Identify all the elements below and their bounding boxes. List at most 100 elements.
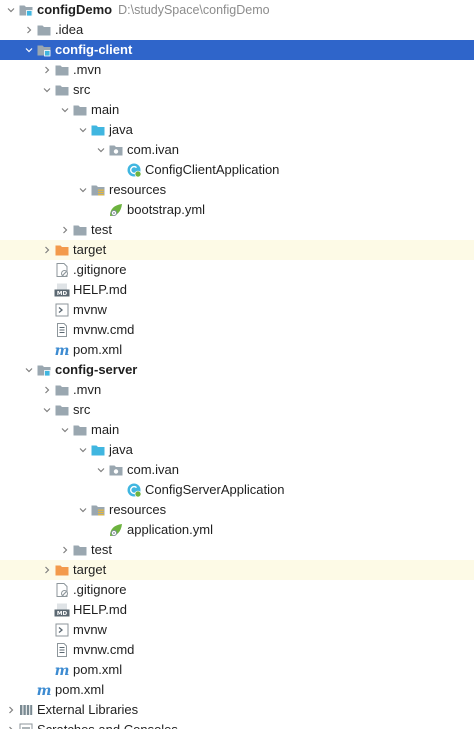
tree-node-mvnw-cmd[interactable]: mvnw.cmd: [0, 640, 474, 660]
source-folder-icon: [90, 122, 106, 138]
folder-icon: [72, 222, 88, 238]
tree-node-label: src: [73, 82, 91, 97]
tree-node-label: com.ivan: [127, 462, 180, 477]
chevron-right-icon[interactable]: [4, 720, 18, 729]
tree-node-label: config-client: [55, 42, 133, 57]
chevron-down-icon[interactable]: [94, 140, 108, 160]
tree-node-mvnw[interactable]: mvnw: [0, 300, 474, 320]
chevron-down-icon[interactable]: [4, 0, 18, 20]
tree-node-test[interactable]: test: [0, 540, 474, 560]
tree-node-label: .idea: [55, 22, 84, 37]
tree-node-label: External Libraries: [37, 702, 139, 717]
tree-node-mvn[interactable]: .mvn: [0, 380, 474, 400]
maven-pom-icon: m: [54, 342, 70, 358]
tree-node-label: .gitignore: [73, 582, 127, 597]
chevron-down-icon[interactable]: [22, 360, 36, 380]
tree-node-label: mvnw: [73, 622, 107, 637]
tree-indent-spacer: [40, 660, 54, 680]
tree-node-com-ivan[interactable]: com.ivan: [0, 140, 474, 160]
tree-node-label: mvnw.cmd: [73, 322, 135, 337]
tree-node-label: HELP.md: [73, 602, 127, 617]
module-folder-icon: [18, 2, 34, 18]
tree-node-src[interactable]: src: [0, 400, 474, 420]
excluded-folder-icon: [54, 562, 70, 578]
tree-indent-spacer: [40, 340, 54, 360]
chevron-down-icon[interactable]: [58, 420, 72, 440]
tree-node-mvn[interactable]: .mvn: [0, 60, 474, 80]
tree-node-label: src: [73, 402, 91, 417]
tree-indent-spacer: [40, 280, 54, 300]
chevron-down-icon[interactable]: [76, 120, 90, 140]
chevron-down-icon[interactable]: [94, 460, 108, 480]
tree-node-resources[interactable]: resources: [0, 500, 474, 520]
tree-node-resources[interactable]: resources: [0, 180, 474, 200]
chevron-down-icon[interactable]: [76, 500, 90, 520]
tree-node-external-libraries[interactable]: External Libraries: [0, 700, 474, 720]
tree-node-label: test: [91, 542, 112, 557]
tree-indent-spacer: [40, 600, 54, 620]
tree-node-bootstrap-yml[interactable]: bootstrap.yml: [0, 200, 474, 220]
spring-class-icon: [126, 482, 142, 498]
tree-indent-spacer: [40, 320, 54, 340]
tree-node-application-yml[interactable]: application.yml: [0, 520, 474, 540]
tree-node-src[interactable]: src: [0, 80, 474, 100]
chevron-down-icon[interactable]: [58, 100, 72, 120]
tree-node-main[interactable]: main: [0, 100, 474, 120]
tree-node-test[interactable]: test: [0, 220, 474, 240]
folder-icon: [54, 382, 70, 398]
tree-node-mvnw-cmd[interactable]: mvnw.cmd: [0, 320, 474, 340]
tree-node-gitignore[interactable]: .gitignore: [0, 260, 474, 280]
chevron-right-icon[interactable]: [58, 540, 72, 560]
chevron-right-icon[interactable]: [4, 700, 18, 720]
gitignore-file-icon: [54, 262, 70, 278]
module-folder-icon: [36, 42, 52, 58]
chevron-right-icon[interactable]: [40, 380, 54, 400]
tree-indent-spacer: [22, 680, 36, 700]
package-icon: [108, 462, 124, 478]
tree-node-label: pom.xml: [73, 342, 123, 357]
tree-node-com-ivan[interactable]: com.ivan: [0, 460, 474, 480]
chevron-right-icon[interactable]: [22, 20, 36, 40]
tree-node-gitignore[interactable]: .gitignore: [0, 580, 474, 600]
shell-script-icon: [54, 302, 70, 318]
tree-node-config-server[interactable]: config-server: [0, 360, 474, 380]
scratches-icon: [18, 722, 34, 729]
tree-node-config-client[interactable]: config-client: [0, 40, 474, 60]
tree-node-configclientapplication[interactable]: ConfigClientApplication: [0, 160, 474, 180]
tree-node-idea[interactable]: .idea: [0, 20, 474, 40]
tree-indent-spacer: [94, 200, 108, 220]
chevron-down-icon[interactable]: [76, 440, 90, 460]
tree-node-mvnw[interactable]: mvnw: [0, 620, 474, 640]
svg-text:m: m: [55, 663, 70, 678]
chevron-down-icon[interactable]: [22, 40, 36, 60]
tree-node-configserverapplication[interactable]: ConfigServerApplication: [0, 480, 474, 500]
chevron-right-icon[interactable]: [40, 60, 54, 80]
tree-node-label: target: [73, 562, 107, 577]
text-file-icon: [54, 322, 70, 338]
maven-pom-icon: m: [36, 682, 52, 698]
tree-indent-spacer: [40, 580, 54, 600]
tree-node-java[interactable]: java: [0, 120, 474, 140]
chevron-down-icon[interactable]: [76, 180, 90, 200]
folder-icon: [54, 402, 70, 418]
chevron-right-icon[interactable]: [40, 240, 54, 260]
tree-node-target[interactable]: target: [0, 240, 474, 260]
tree-node-scratches-and-consoles[interactable]: Scratches and Consoles: [0, 720, 474, 729]
chevron-down-icon[interactable]: [40, 400, 54, 420]
chevron-down-icon[interactable]: [40, 80, 54, 100]
tree-node-target[interactable]: target: [0, 560, 474, 580]
tree-node-main[interactable]: main: [0, 420, 474, 440]
chevron-right-icon[interactable]: [58, 220, 72, 240]
tree-indent-spacer: [40, 260, 54, 280]
tree-node-java[interactable]: java: [0, 440, 474, 460]
chevron-right-icon[interactable]: [40, 560, 54, 580]
tree-indent-spacer: [112, 480, 126, 500]
gitignore-file-icon: [54, 582, 70, 598]
